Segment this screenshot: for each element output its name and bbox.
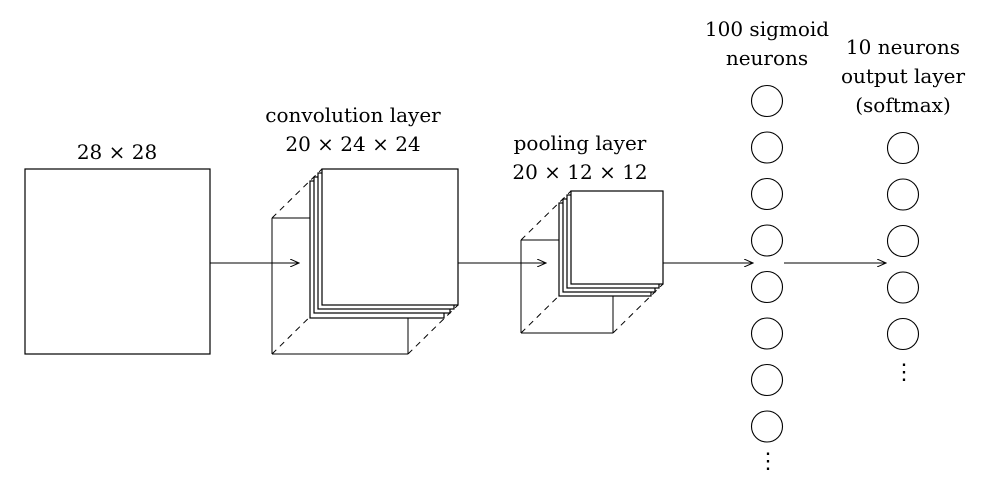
convolution-layer-label: convolution layer 20 × 24 × 24	[265, 101, 440, 159]
output-title-text: 10 neurons	[845, 35, 961, 59]
hidden-neuron-column	[750, 84, 784, 443]
output-neuron	[886, 317, 920, 351]
conv-feature-map-front	[321, 168, 459, 306]
output-activation-text: (softmax)	[855, 93, 951, 117]
output-neuron	[886, 224, 920, 258]
hidden-neuron	[750, 84, 784, 118]
hidden-neuron	[750, 177, 784, 211]
output-neuron	[886, 178, 920, 211]
pooling-layer-label: pooling layer 20 × 12 × 12	[512, 129, 647, 187]
pooling-layer-volume	[520, 190, 664, 334]
hidden-neuron	[750, 363, 784, 397]
hidden-neuron	[750, 224, 784, 257]
convolution-layer-volume	[271, 168, 459, 355]
pooling-size-text: 20 × 12 × 12	[512, 160, 648, 184]
output-subtitle-text: output layer	[840, 64, 966, 88]
hidden-subtitle-text: neurons	[725, 46, 809, 70]
convolution-size-text: 20 × 24 × 24	[285, 132, 421, 156]
hidden-neuron	[750, 317, 784, 350]
pooling-title-text: pooling layer	[513, 131, 647, 155]
hidden-layer-label: 100 sigmoid neurons	[705, 15, 829, 73]
input-size-text: 28 × 28	[76, 140, 158, 164]
hidden-title-text: 100 sigmoid	[704, 17, 830, 41]
output-neuron-column	[886, 131, 920, 351]
hidden-neuron	[750, 410, 784, 443]
convolution-title-text: convolution layer	[265, 103, 441, 127]
hidden-neuron	[750, 270, 784, 304]
output-ellipsis: ⋮	[893, 360, 915, 385]
hidden-neuron	[750, 131, 784, 164]
input-layer-label: 28 × 28	[77, 138, 157, 167]
output-layer-label: 10 neurons output layer (softmax)	[841, 33, 965, 120]
output-neuron	[886, 271, 920, 304]
hidden-ellipsis: ⋮	[757, 449, 779, 474]
pool-feature-map-front	[570, 190, 664, 285]
input-layer-square	[24, 168, 211, 355]
output-neuron	[886, 131, 920, 165]
